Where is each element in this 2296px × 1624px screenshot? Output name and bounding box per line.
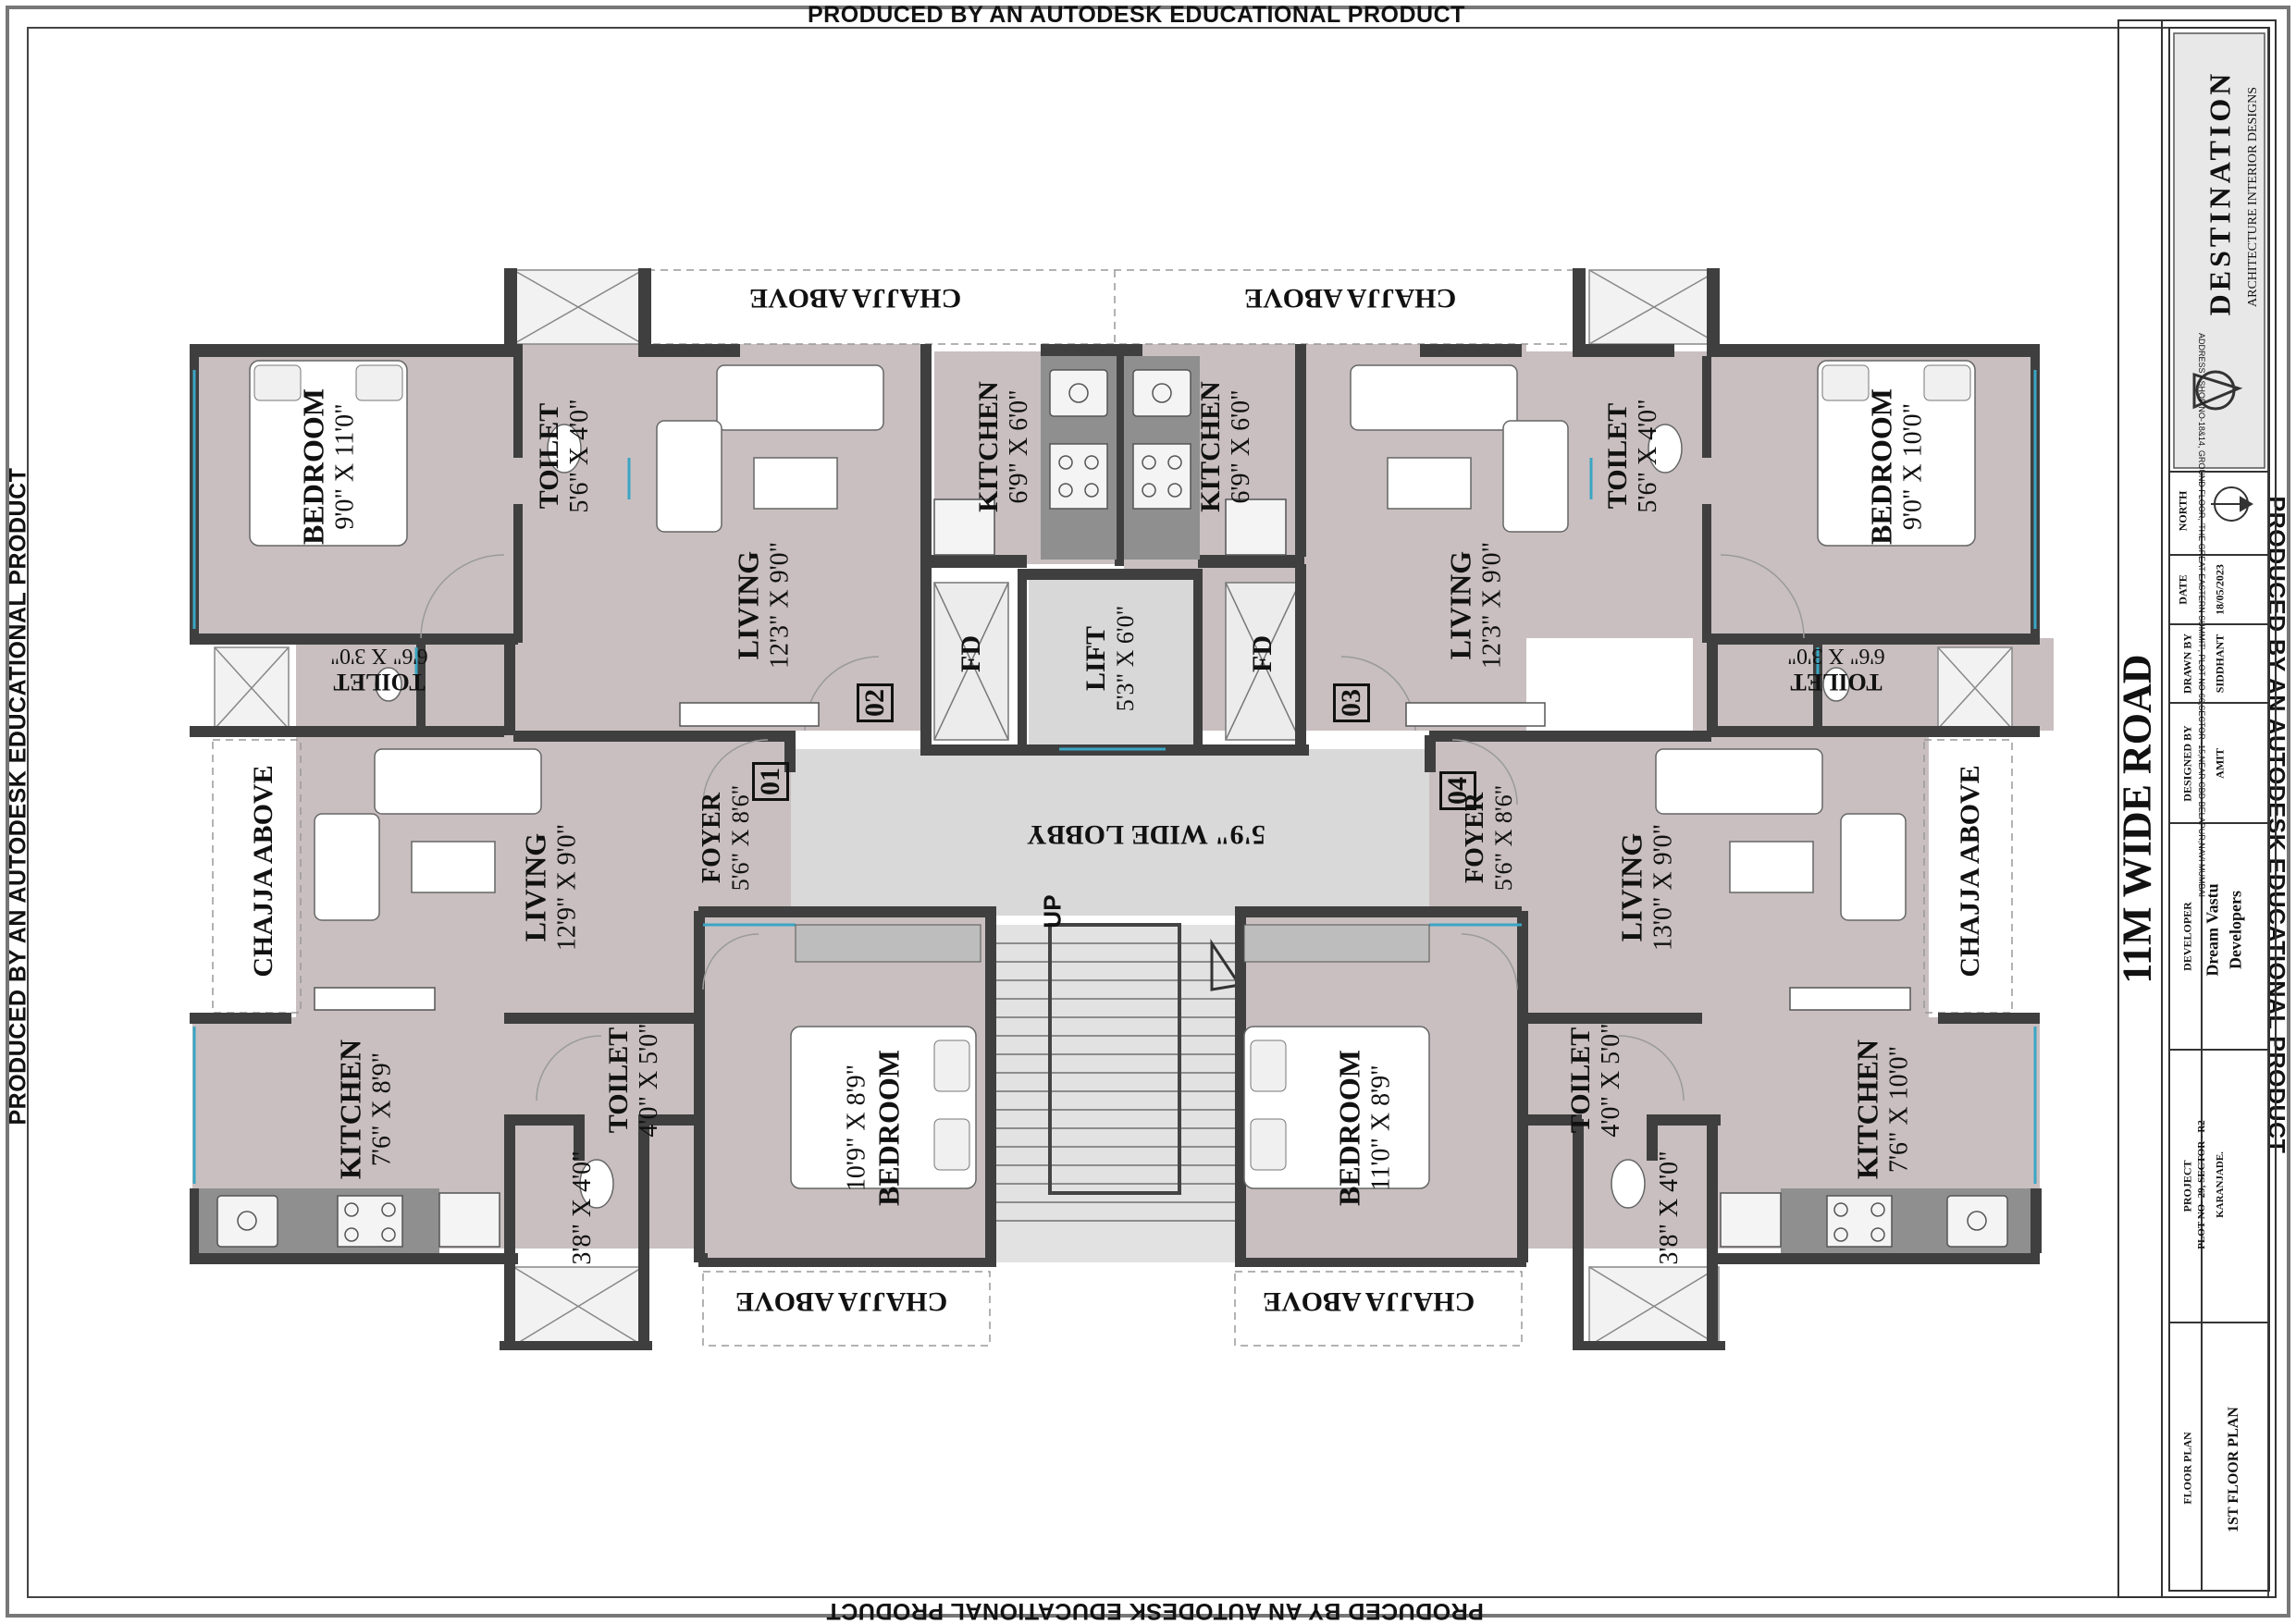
tv-units [314,702,1911,1011]
designed-by-value: AMIT [2213,748,2227,779]
door-swings [420,554,1805,1101]
developer-value-2: Developers [2226,891,2245,969]
project-label: PROJECT [2180,1160,2194,1212]
project-value-2: KARANJADE. [2215,1151,2226,1218]
toilet-fixtures [375,424,1850,1209]
stair-arrow-icon [1210,939,1242,991]
drawing-title: 1ST FLOOR PLAN [2226,1407,2241,1532]
drawn-by-value: SIDDHANT [2213,634,2227,694]
beds [249,360,1976,1189]
watermark-top: PRODUCED BY AN AUTODESK EDUCATIONAL PROD… [808,2,1465,28]
duct-shafts [933,582,1301,741]
sheet-border [6,6,2290,1618]
wardrobes [795,924,1430,963]
firm-name: DESTINATION [2203,69,2237,316]
designed-by-label: DESIGNED BY [2180,725,2194,802]
stair-treads [994,942,1235,1222]
firm-logo-icon [2192,370,2243,411]
walls [190,268,2042,1350]
stair-well [1048,923,1181,1195]
north-arrow-icon [2211,486,2253,522]
lobby-floor [791,749,1429,916]
pillows [253,364,1971,1171]
windows [192,370,2037,1184]
developer-value-1: Dream Vastu [2203,883,2222,977]
date-label: DATE [2176,574,2190,605]
developer-label: DEVELOPER [2180,902,2194,971]
drawn-by-label: DRAWN BY [2180,634,2194,695]
date-value: 18/05/2023 [2213,564,2227,615]
lift-shaft [1029,578,1195,754]
north-label: NORTH [2176,490,2190,532]
sofas [314,364,1907,921]
firm-subtitle: ARCHITECTURE INTERIOR DESIGNS [2246,87,2260,307]
kitchen-fixtures [216,369,2008,1248]
drawing-label: FLOOR PLAN [2180,1432,2194,1505]
shaft-boxes [214,269,2013,1347]
project-value-1: PLOT NO- 29, SECTOR - R2 [2196,1120,2207,1249]
